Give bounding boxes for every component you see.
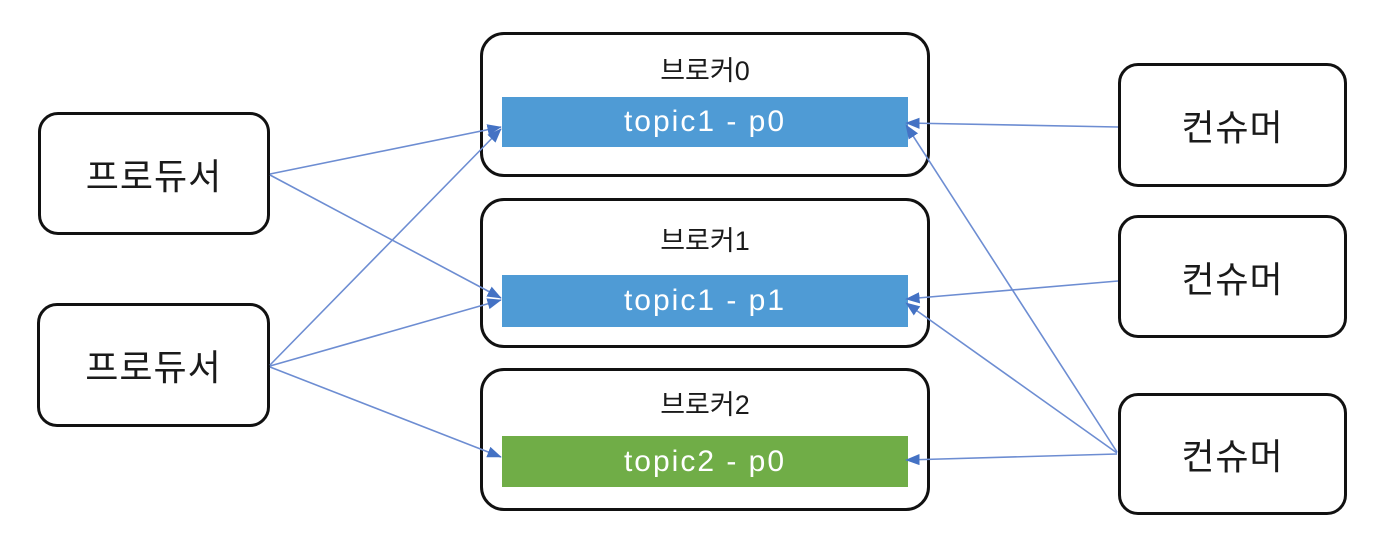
connector-producer-0-to-broker-0-partition (269, 124, 502, 175)
connector-consumer-2-to-broker-1-partition (905, 302, 1118, 454)
partition-bar-topic1-p0: topic1 - p0 (502, 97, 908, 147)
connector-consumer-2-to-broker-0-partition (905, 124, 1118, 453)
consumer-label: 컨슈머 (1181, 107, 1284, 148)
connector-consumer-1-to-broker-1-partition (905, 280, 1119, 304)
connector-consumer-2-to-broker-2-partition (905, 453, 1118, 466)
producer-label: 프로듀서 (85, 347, 222, 388)
consumer-box-0: 컨슈머 (1118, 63, 1347, 187)
producer-label: 프로듀서 (85, 155, 223, 197)
broker-title: 브로커0 (660, 56, 750, 86)
connector-producer-1-to-broker-0-partition (269, 128, 502, 366)
broker-box-2: 브로커2 topic2 - p0 (480, 368, 930, 511)
connector-producer-1-to-broker-1-partition (269, 298, 502, 367)
consumer-label: 컨슈머 (1181, 258, 1284, 300)
producer-box-1: 프로듀서 (37, 303, 270, 427)
partition-bar-topic1-p1: topic1 - p1 (502, 275, 908, 327)
partition-bar-topic2-p0: topic2 - p0 (502, 436, 908, 487)
broker-title: 브로커1 (660, 226, 750, 256)
consumer-box-1: 컨슈머 (1118, 215, 1347, 338)
consumer-label: 컨슈머 (1181, 436, 1284, 477)
consumer-box-2: 컨슈머 (1118, 393, 1347, 515)
connector-producer-1-to-broker-2-partition (269, 366, 502, 458)
broker-title: 브로커2 (660, 390, 750, 420)
broker-box-1: 브로커1 topic1 - p1 (480, 198, 930, 348)
connector-consumer-0-to-broker-0-partition (905, 117, 1119, 129)
connector-producer-0-to-broker-1-partition (269, 174, 502, 299)
broker-box-0: 브로커0 topic1 - p0 (480, 32, 930, 177)
producer-box-0: 프로듀서 (38, 112, 270, 235)
